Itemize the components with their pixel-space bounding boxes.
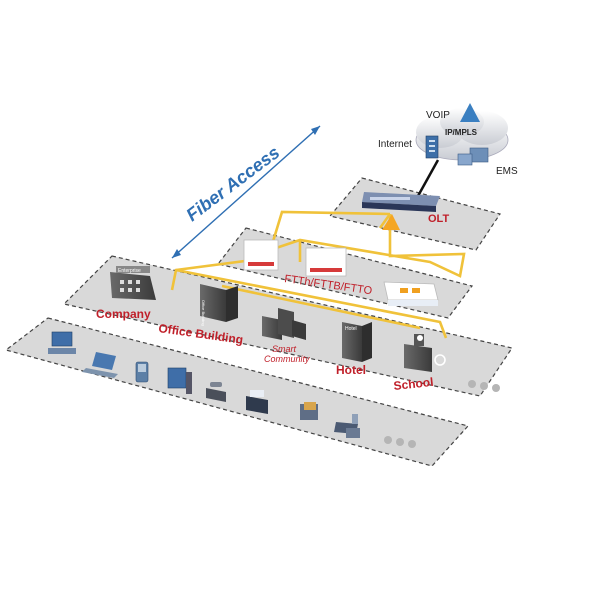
- ipmpls-label: IP/MPLS: [445, 128, 478, 137]
- hotel-building-icon: Hotel: [342, 322, 372, 362]
- camera-icon: [346, 428, 360, 438]
- voip-icon: [460, 103, 480, 122]
- smart-community-label-line1: Smart: [272, 344, 297, 354]
- office-sign: Office Building: [201, 300, 206, 326]
- desktop-pc-icon: [48, 331, 76, 354]
- onu-device-2-icon: [305, 247, 347, 277]
- school-label: School: [393, 375, 434, 393]
- voip-label: VOIP: [426, 110, 450, 121]
- printer-icon: [246, 390, 268, 414]
- school-building-icon: [404, 334, 446, 372]
- tower-pc-icon: [167, 367, 192, 394]
- smart-community-label-line2: Community: [264, 354, 310, 364]
- company-building-icon: Enterprise: [110, 266, 156, 300]
- smart-community-icon: [262, 308, 306, 340]
- onu-device-3-icon: [383, 281, 439, 306]
- olt-device-icon: [362, 192, 440, 212]
- company-label: Company: [96, 307, 151, 321]
- onu-device-1-icon: [243, 239, 279, 271]
- ems-server-icon: [457, 147, 489, 166]
- router-icon: [425, 135, 439, 159]
- company-sign: Enterprise: [118, 268, 141, 274]
- ems-label: EMS: [496, 166, 518, 177]
- hotel-sign: Hotel: [345, 326, 357, 332]
- more-buildings-dots: [468, 380, 500, 392]
- internet-label: Internet: [378, 139, 412, 150]
- arrow-head-top: [311, 126, 320, 135]
- hotel-label: Hotel: [336, 363, 366, 377]
- phone-icon: [206, 382, 226, 402]
- splitter-icon: [382, 214, 400, 230]
- arrow-head-bottom: [172, 249, 181, 258]
- fax-icon: [300, 402, 318, 420]
- office-building-icon: Office Building: [200, 284, 238, 326]
- more-terminals-dots: [384, 436, 416, 448]
- olt-label: OLT: [428, 213, 449, 225]
- fiber-access-arrow: [171, 125, 321, 259]
- uplink-line: [416, 159, 440, 197]
- pda-icon: [135, 361, 149, 383]
- fiber-access-title: Fiber Access: [182, 142, 283, 225]
- laptop-icon: [82, 352, 118, 378]
